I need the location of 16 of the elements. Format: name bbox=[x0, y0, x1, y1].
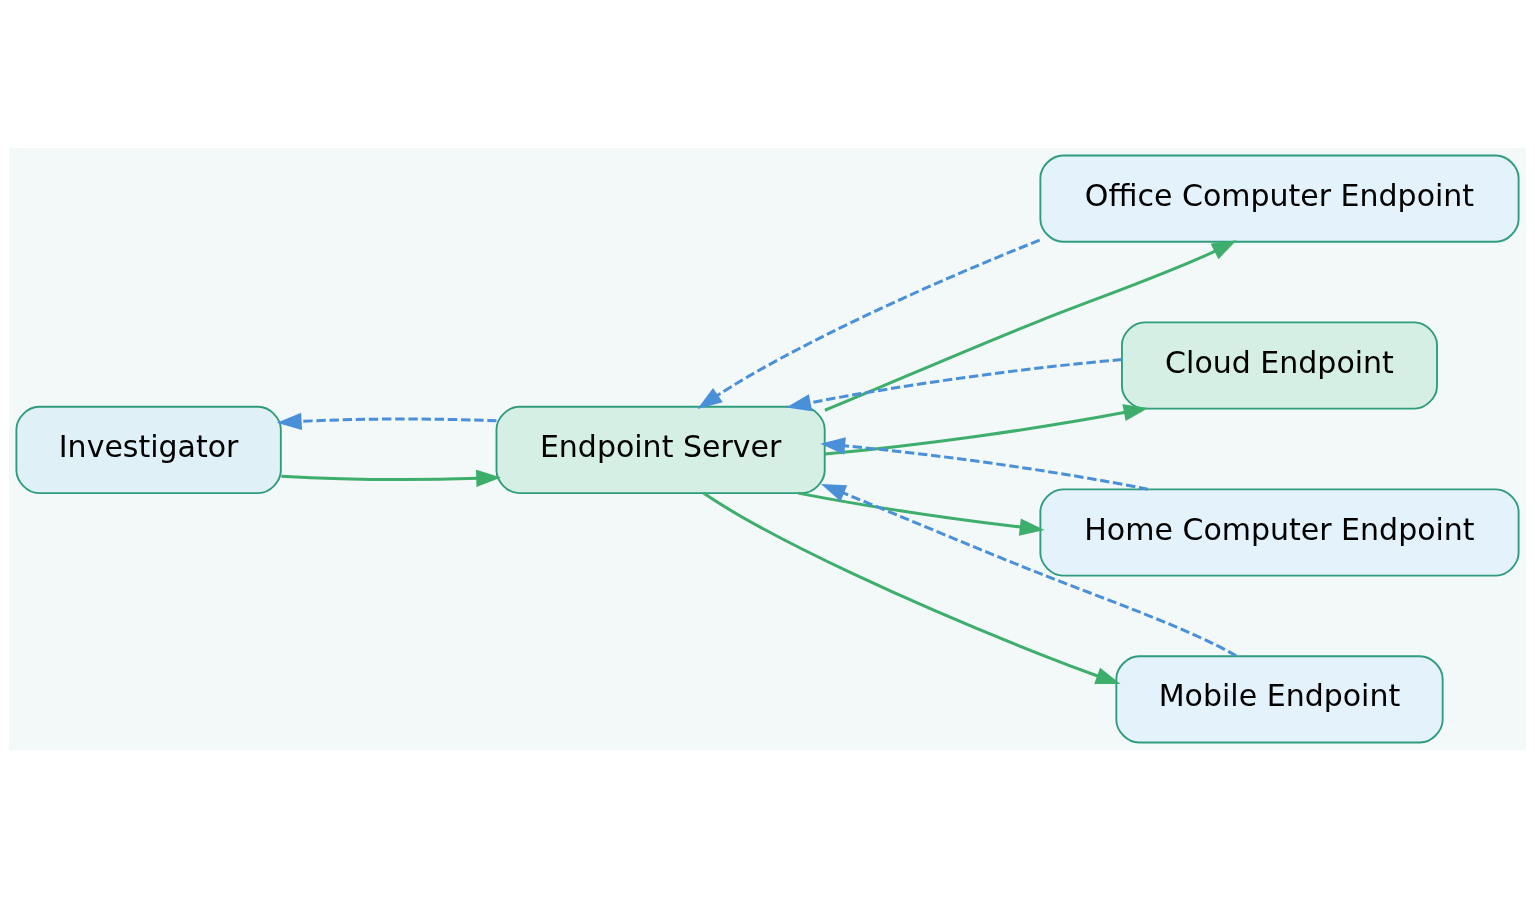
arrow bbox=[820, 436, 1149, 491]
node-box: Mobile Endpoint bbox=[1115, 654, 1444, 743]
arrow bbox=[820, 483, 1237, 657]
node-box: Investigator bbox=[15, 405, 282, 494]
arrow bbox=[797, 491, 1045, 536]
node-box: Endpoint Server bbox=[495, 405, 826, 494]
arrow bbox=[697, 238, 1041, 409]
node-box: Cloud Endpoint bbox=[1121, 320, 1438, 410]
arrow bbox=[281, 469, 501, 487]
node-box: Office Computer Endpoint bbox=[1039, 154, 1520, 243]
node-box: Home Computer Endpoint bbox=[1039, 487, 1520, 577]
arrow bbox=[824, 239, 1237, 412]
arrow bbox=[786, 357, 1122, 411]
arrow bbox=[824, 403, 1149, 456]
arrow bbox=[276, 412, 497, 430]
arrow bbox=[702, 491, 1121, 684]
